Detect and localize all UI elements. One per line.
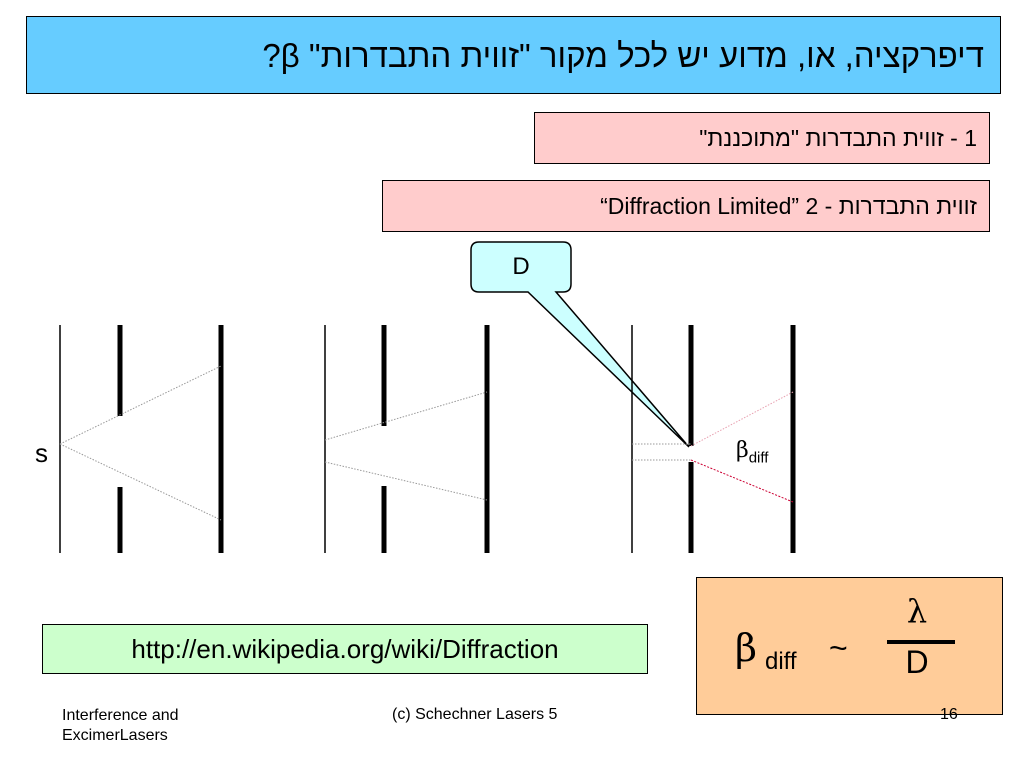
callout-bubble (470, 241, 690, 448)
formula-beta: β (735, 626, 757, 670)
slide-title: דיפרקציה, או, מדוע יש לכל מקור "זווית הת… (26, 16, 1001, 94)
item-2-box: “Diffraction Limited” 2 - זווית התבדרות (382, 180, 990, 232)
page-number: 16 (940, 706, 958, 723)
formula-fraction-bar (887, 640, 955, 644)
beta-symbol: β (736, 438, 749, 463)
source-label: s (35, 438, 48, 468)
formula-box: β diff ~ λ D (696, 577, 1003, 715)
formula-tilde: ~ (829, 630, 848, 666)
formula-numerator: λ (906, 592, 928, 630)
group1-ray-lower (59, 443, 222, 521)
footer-left-line2: ExcimerLasers (62, 727, 168, 744)
beta-diff-label: βdiff (736, 438, 768, 466)
beta-subscript: diff (748, 449, 769, 467)
item-1-text: 1 - זווית התבדרות "מתוכננת" (699, 125, 977, 151)
footer-left-line1: Interference and (62, 707, 179, 724)
group3-ray-diff-lower (690, 459, 794, 503)
callout-label: D (512, 253, 530, 280)
group1-ray-upper (59, 365, 222, 445)
footer-left: Interference and ExcimerLasers (62, 706, 262, 746)
item-1-box: 1 - זווית התבדרות "מתוכננת" (534, 112, 990, 164)
item-2-text: “Diffraction Limited” 2 - זווית התבדרות (600, 193, 977, 219)
group3-ray-diff-upper (690, 391, 794, 447)
wikipedia-link-text[interactable]: http://en.wikipedia.org/wiki/Diffraction (131, 634, 559, 664)
group2-ray-upper (324, 391, 488, 441)
footer-center: (c) Schechner Lasers 5 (392, 706, 558, 723)
formula-subscript: diff (765, 648, 797, 675)
wikipedia-link[interactable]: http://en.wikipedia.org/wiki/Diffraction (42, 624, 648, 674)
formula-denominator: D (905, 644, 929, 680)
group2-ray-lower (324, 461, 488, 501)
slide-title-text: דיפרקציה, או, מדוע יש לכל מקור "זווית הת… (262, 37, 984, 74)
